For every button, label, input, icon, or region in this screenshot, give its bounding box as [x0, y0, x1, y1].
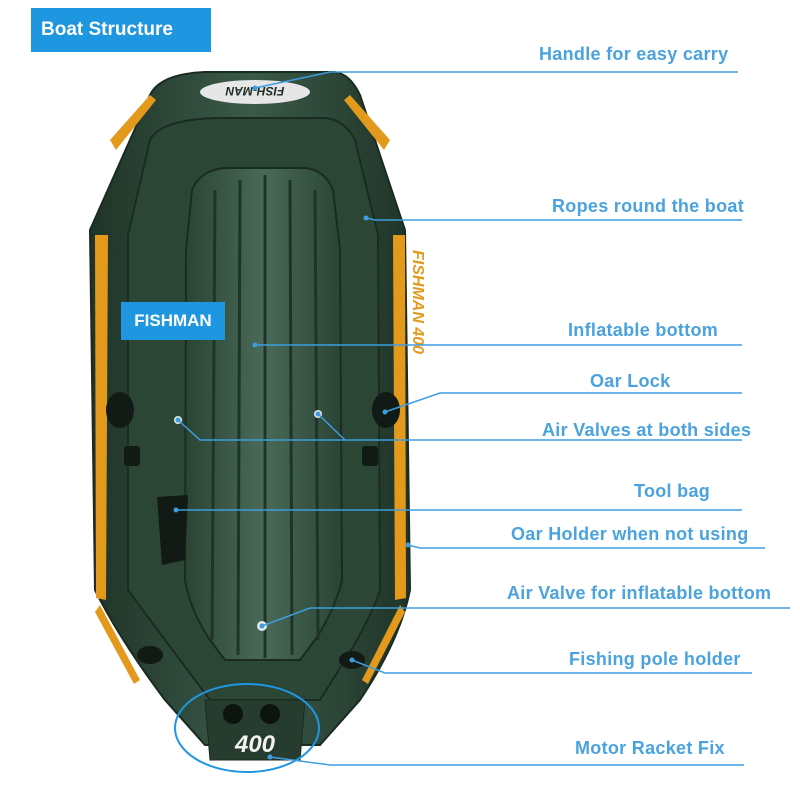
- label-motor-racket: Motor Racket Fix: [575, 738, 725, 758]
- left-oar-lock: [106, 392, 134, 428]
- leader-fishing-pole: [351, 659, 752, 674]
- right-stripe: [393, 235, 406, 600]
- left-stripe: [95, 235, 108, 600]
- label-fishing-pole: Fishing pole holder: [569, 649, 741, 669]
- left-lower-stripe: [95, 605, 140, 684]
- leader-oar-holder: [407, 544, 765, 549]
- leader-air-valves-2: [317, 413, 346, 441]
- bow-logo-plate: [200, 80, 310, 104]
- label-oar-lock: Oar Lock: [590, 371, 671, 391]
- motor-mount-right-hole: [260, 704, 280, 724]
- label-tool-bag: Tool bag: [634, 481, 711, 501]
- leader-oar-lock: [384, 392, 742, 413]
- bow-logo-text: FISH-MAN: [225, 84, 284, 98]
- left-pole-holder: [137, 646, 163, 664]
- right-side-text: FISHMAN 400: [409, 250, 426, 354]
- label-inflatable-bottom: Inflatable bottom: [568, 320, 719, 340]
- stern-number: 400: [234, 731, 276, 758]
- leader-ropes: [365, 217, 742, 221]
- label-air-valves: Air Valves at both sides: [542, 420, 752, 440]
- leader-air-valve-bottom: [261, 607, 790, 627]
- page-title: Boat Structure: [31, 8, 211, 52]
- right-valve-cap: [362, 446, 378, 466]
- leader-dots: [173, 85, 411, 760]
- brand-badge: FISHMAN: [121, 302, 225, 340]
- leader-lines: [176, 71, 790, 766]
- leader-handle: [254, 71, 738, 89]
- leader-motor-racket: [269, 756, 744, 766]
- motor-mount-left-hole: [223, 704, 243, 724]
- tool-bag: [157, 495, 188, 565]
- left-upper-stripe: [110, 95, 156, 150]
- label-air-valve-bottom: Air Valve for inflatable bottom: [507, 583, 772, 603]
- left-side-text: FISHMAN 400: [92, 250, 109, 354]
- leader-air-valves: [177, 419, 742, 441]
- motor-highlight-ring: [174, 683, 320, 773]
- label-handle: Handle for easy carry: [539, 44, 729, 64]
- label-oar-holder: Oar Holder when not using: [511, 524, 749, 544]
- label-ropes: Ropes round the boat: [552, 196, 744, 216]
- left-valve-cap: [124, 446, 140, 466]
- right-upper-stripe: [344, 95, 390, 150]
- right-lower-stripe: [362, 605, 405, 684]
